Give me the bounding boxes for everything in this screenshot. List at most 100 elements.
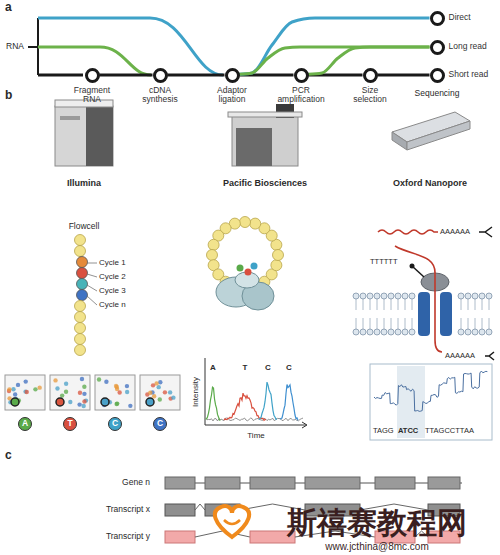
cluster-dot	[115, 401, 119, 405]
circle-shape	[154, 69, 166, 81]
membrane	[353, 293, 492, 335]
cluster-dot	[80, 377, 84, 381]
cluster-dot	[148, 391, 152, 395]
lipid-head	[479, 329, 485, 335]
base-call: C	[153, 417, 167, 431]
exon	[375, 477, 415, 489]
nucleotide	[237, 265, 244, 272]
machine-slot	[60, 116, 80, 120]
cluster-dot	[152, 394, 156, 398]
circle-shape	[64, 418, 77, 431]
bead	[75, 312, 86, 323]
cluster-dot	[115, 385, 119, 389]
image-tile	[50, 375, 90, 410]
lipid-tail	[363, 299, 364, 310]
cluster-dot	[37, 385, 41, 389]
lipid-tail	[405, 318, 406, 329]
lipid-tail	[377, 318, 378, 329]
image-tile	[140, 375, 180, 410]
lipid-head	[388, 329, 394, 335]
cluster-dot	[24, 379, 28, 383]
circle-shape	[364, 69, 376, 81]
circle-outline	[430, 40, 445, 55]
cluster-dot	[53, 378, 57, 382]
cluster-dot	[78, 391, 82, 395]
cycle-label: Cycle 1	[99, 258, 126, 267]
lipid-tail	[475, 299, 476, 310]
cluster-dot	[171, 395, 175, 399]
step-label: Short read	[449, 69, 489, 79]
machine-panel	[86, 106, 113, 166]
circle-outline	[85, 68, 100, 83]
base-letter: T	[67, 419, 72, 429]
smrt-circle	[207, 217, 284, 311]
circle-outline	[225, 68, 240, 83]
lipid-head	[360, 329, 366, 335]
lipid-tail	[356, 299, 357, 310]
rna-strand	[395, 246, 442, 352]
circle-shape	[431, 69, 443, 81]
adaptor	[479, 227, 492, 237]
row-label: Transcript x	[106, 504, 150, 514]
adaptor	[485, 352, 494, 360]
base-label: C	[286, 363, 292, 372]
base-call: A	[18, 417, 32, 431]
platform-name: Oxford Nanopore	[393, 178, 467, 188]
read-cluster	[101, 398, 109, 406]
leader-line	[87, 285, 97, 291]
cluster-dot	[128, 404, 132, 408]
lipid-tail	[461, 299, 462, 310]
nanopore-device	[392, 112, 470, 150]
bead	[77, 290, 88, 301]
image-tile	[5, 375, 45, 410]
lipid-head	[374, 329, 380, 335]
cluster-dot	[13, 392, 17, 396]
signal-plot	[370, 364, 492, 440]
lipid-head	[360, 293, 366, 299]
lipid-head	[472, 293, 478, 299]
leader-line	[87, 296, 97, 305]
base-letter: C	[157, 419, 163, 429]
cluster-dot	[151, 383, 155, 387]
image-tile	[95, 375, 135, 410]
base-letter: A	[22, 419, 28, 429]
nanopore	[395, 246, 494, 360]
lipid-head	[486, 329, 492, 335]
bead	[75, 323, 86, 334]
platform-name: Illumina	[67, 178, 101, 188]
sequence-label: AAAAAA	[445, 351, 475, 360]
cycle-label: Cycle n	[99, 300, 126, 309]
cluster-dot	[156, 385, 160, 389]
pore-half	[418, 292, 430, 336]
axis-label: Time	[247, 431, 264, 440]
exon	[428, 477, 460, 489]
read-endpoint: Long read	[430, 40, 445, 55]
cluster-dot	[64, 390, 68, 394]
pacbio-machine	[228, 104, 302, 166]
lipid-tail	[391, 299, 392, 310]
baseline	[207, 418, 303, 421]
panel-letter: c	[5, 448, 12, 462]
cluster-dot	[125, 390, 129, 394]
plot-frame	[370, 364, 492, 440]
bead	[250, 218, 261, 229]
intensity-trace	[206, 382, 304, 421]
workflow-path	[168, 74, 225, 77]
workflow-step: Fragment RNA	[85, 68, 100, 83]
current-trace	[374, 371, 487, 411]
circle-outline	[153, 68, 168, 83]
lipid-tail	[468, 299, 469, 310]
watermark-logo	[224, 520, 240, 524]
panel-letter: a	[5, 0, 12, 14]
direct-rail	[38, 18, 223, 75]
nucleotide	[251, 263, 258, 270]
base-label: C	[265, 363, 271, 372]
step-label: Size selection	[353, 85, 387, 105]
lipid-head	[402, 329, 408, 335]
bead	[75, 235, 86, 246]
image-tiles	[5, 375, 180, 410]
circle-outline	[430, 68, 445, 83]
workflow-path	[100, 74, 153, 77]
lipid-head	[458, 329, 464, 335]
